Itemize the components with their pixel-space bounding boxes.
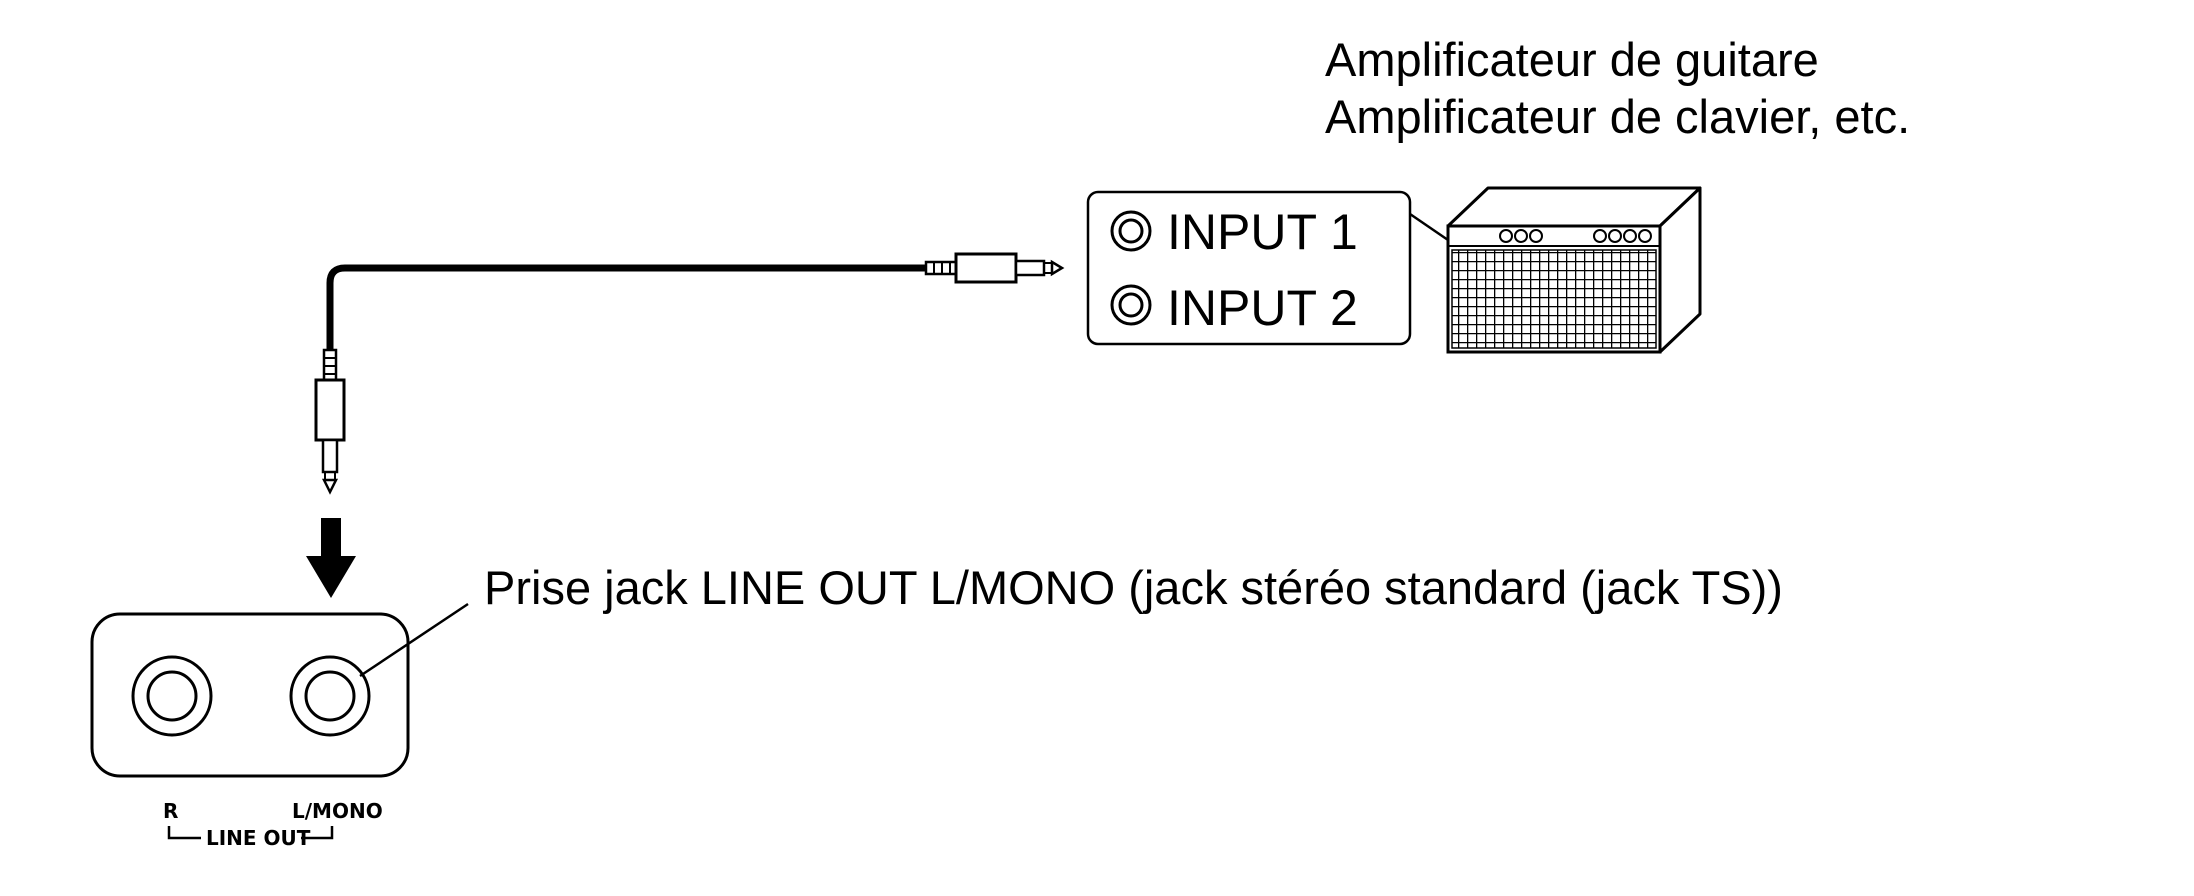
- amplifier-icon: [1446, 186, 1702, 354]
- cable-plug-to-amp-icon: [924, 252, 1065, 284]
- down-arrow-icon: [306, 518, 356, 598]
- line-out-callout: Prise jack LINE OUT L/MONO (jack stéréo …: [484, 561, 1783, 614]
- amplifier-caption-line1: Amplificateur de guitare: [1325, 33, 1819, 86]
- line-out-l-mono-jack-icon: [289, 655, 371, 737]
- line-out-bracket: [167, 826, 334, 840]
- amplifier-caption-line2: Amplificateur de clavier, etc.: [1325, 90, 1910, 143]
- audio-cable: [326, 264, 928, 352]
- input1-jack-icon: [1110, 210, 1152, 252]
- label-line-out: LINE OUT: [206, 826, 311, 850]
- line-out-r-jack-icon: [131, 655, 213, 737]
- input2-jack-icon: [1110, 284, 1152, 326]
- line-out-leader-line: [359, 602, 469, 678]
- input1-label: INPUT 1: [1167, 204, 1358, 260]
- input2-label: INPUT 2: [1167, 280, 1358, 336]
- amplifier-input-panel: INPUT 1 INPUT 2: [1086, 190, 1412, 346]
- line-out-panel: [90, 612, 410, 778]
- cable-plug-to-line-out-icon: [314, 348, 346, 495]
- label-l-mono: L/MONO: [292, 799, 383, 823]
- panel-leader-line: [1409, 212, 1449, 242]
- label-r: R: [163, 799, 178, 823]
